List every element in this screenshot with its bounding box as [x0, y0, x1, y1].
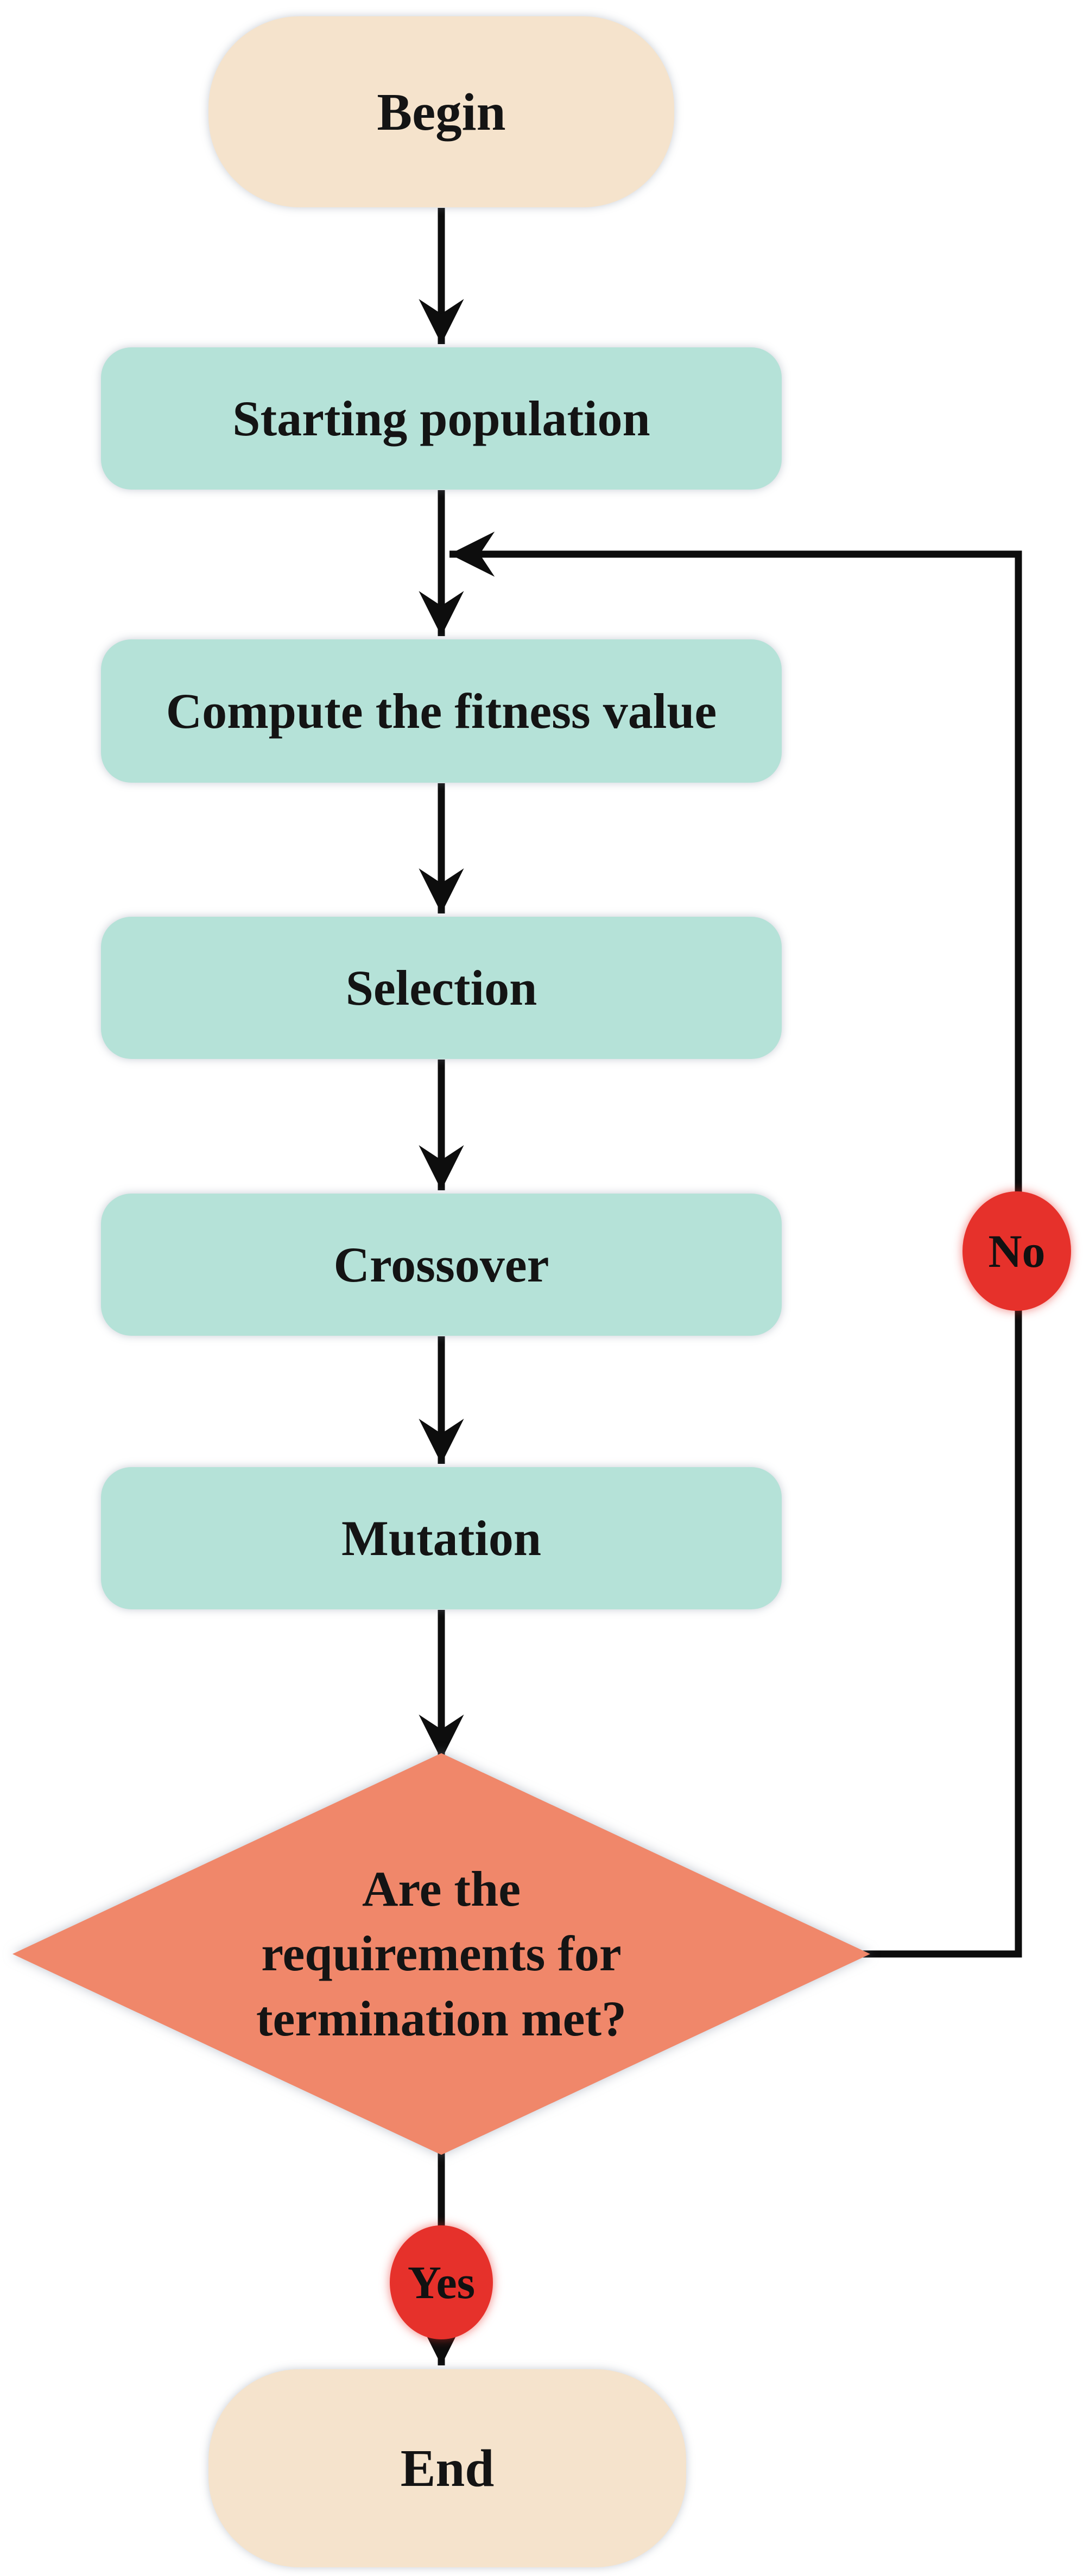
edge-label-yes-badge: Yes	[390, 2225, 493, 2339]
node-compute-fitness: Compute the fitness value	[101, 639, 782, 783]
node-starting-population-label: Starting population	[232, 391, 650, 446]
node-starting-population: Starting population	[101, 347, 782, 490]
edge-label-no-text: No	[988, 1225, 1046, 1277]
node-termination-decision-label: Are the requirements for termination met…	[256, 1861, 627, 2046]
node-crossover-label: Crossover	[333, 1237, 549, 1292]
node-termination-decision: Are the requirements for termination met…	[12, 1753, 870, 2155]
edge-label-yes-text: Yes	[407, 2256, 476, 2308]
decision-diamond-shape: Are the requirements for termination met…	[12, 1753, 870, 2155]
node-begin: Begin	[208, 16, 674, 207]
node-begin-label: Begin	[377, 83, 506, 141]
node-end-label: End	[400, 2439, 495, 2497]
node-selection: Selection	[101, 917, 782, 1059]
node-mutation: Mutation	[101, 1467, 782, 1609]
node-compute-fitness-label: Compute the fitness value	[166, 683, 717, 739]
node-crossover: Crossover	[101, 1194, 782, 1336]
node-end: End	[208, 2369, 686, 2567]
node-selection-label: Selection	[345, 960, 537, 1016]
node-mutation-label: Mutation	[341, 1511, 541, 1566]
edge-label-no-badge: No	[962, 1191, 1071, 1311]
